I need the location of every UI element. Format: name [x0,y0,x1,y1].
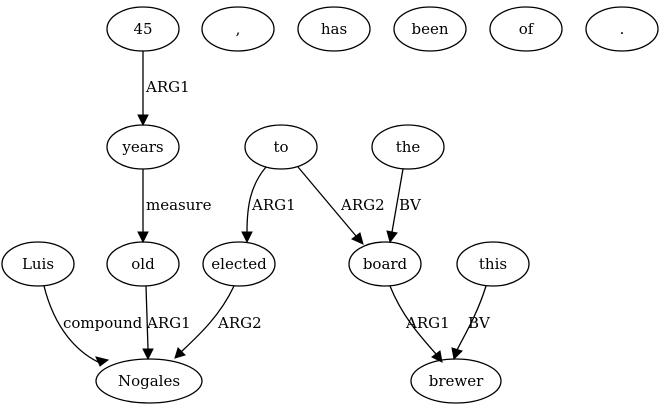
node-board-label: board [363,255,408,273]
edge-luis-nogales-label: compound [63,314,143,332]
node-been-label: been [411,20,448,38]
node-to-label: to [273,138,288,156]
node-this-label: this [479,255,507,273]
edge-to-elected: ARG1 [241,166,296,244]
node-period-label: . [620,20,625,38]
edge-luis-nogales: compound [43,285,143,367]
node-45: 45 [106,6,180,52]
node-nogales: Nogales [95,358,203,404]
node-brewer-label: brewer [429,372,484,390]
node-has-label: has [321,20,347,38]
edge-board-brewer-label: ARG1 [405,314,450,332]
edge-45-years-label: ARG1 [145,78,190,96]
node-period: . [585,6,659,52]
node-this: this [456,241,530,287]
node-comma: , [201,6,275,52]
edge-old-nogales: ARG1 [142,285,191,361]
node-of: of [489,6,563,52]
edge-elected-nogales-label: ARG2 [217,314,262,332]
node-nogales-label: Nogales [118,372,180,390]
node-been: been [393,6,467,52]
edge-elected-nogales: ARG2 [174,285,262,359]
edge-board-brewer: ARG1 [389,285,450,363]
node-years-label: years [121,138,163,156]
node-brewer: brewer [410,358,502,404]
edge-this-brewer-label: BV [468,314,491,332]
edge-old-nogales-label: ARG1 [146,314,191,332]
node-of-label: of [519,20,535,38]
node-45-label: 45 [133,20,152,38]
node-to: to [244,124,318,170]
node-the-label: the [396,138,421,156]
node-old: old [106,241,180,287]
edge-years-old: measure [137,169,212,244]
node-luis: Luis [1,241,75,287]
node-has: has [297,6,371,52]
node-board: board [348,241,422,287]
edge-to-board: ARG2 [297,166,385,245]
node-elected: elected [202,241,276,287]
edge-the-board: BV [386,168,422,244]
node-luis-label: Luis [22,255,54,273]
node-comma-label: , [236,20,241,38]
node-the: the [371,124,445,170]
edge-the-board-label: BV [399,196,422,214]
node-old-label: old [131,255,155,273]
edge-45-years: ARG1 [137,51,190,127]
node-years: years [106,124,180,170]
edge-to-board-label: ARG2 [340,196,385,214]
node-elected-label: elected [211,255,267,273]
edge-years-old-label: measure [146,196,212,214]
edge-to-elected-label: ARG1 [251,196,296,214]
edge-this-brewer: BV [451,285,491,361]
